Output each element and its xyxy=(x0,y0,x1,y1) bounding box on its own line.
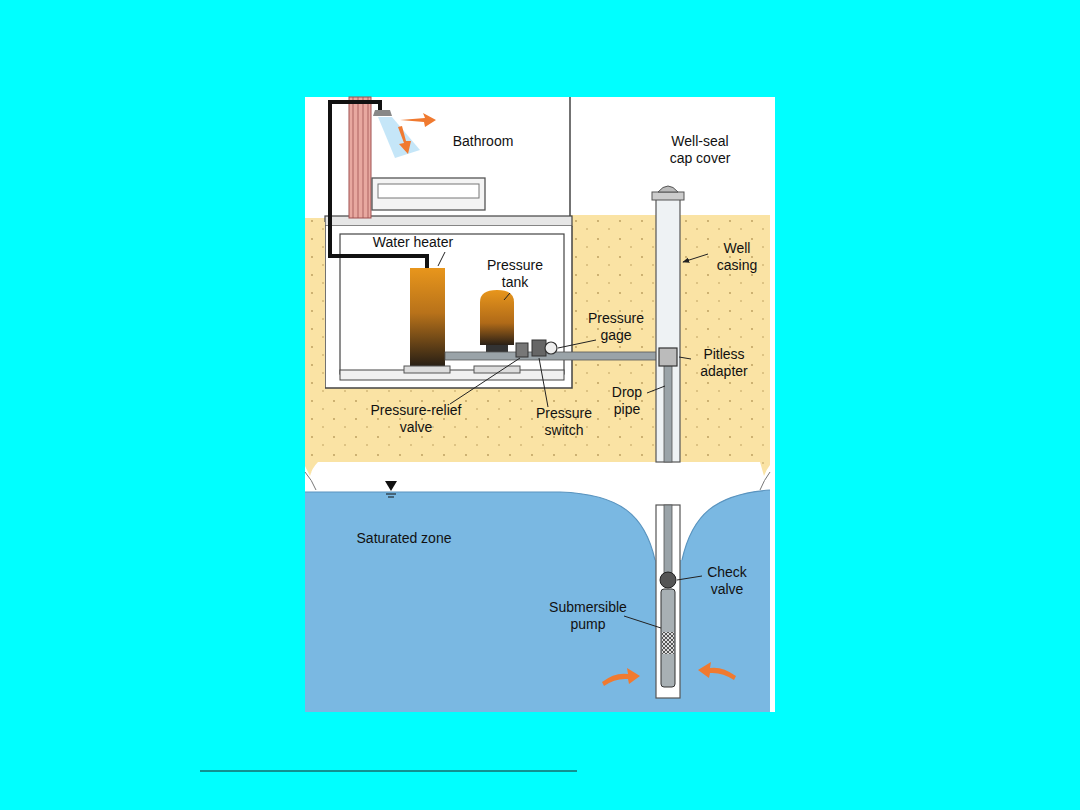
bathtub xyxy=(372,178,485,210)
part-label: Bathroom xyxy=(453,133,514,150)
leader-line xyxy=(647,386,665,393)
saturated-zone xyxy=(305,490,770,712)
inflow-arrow xyxy=(698,662,736,680)
flow-arrow xyxy=(398,126,411,154)
pitless-adapter xyxy=(659,348,677,366)
leader-line xyxy=(679,357,691,359)
part-label: Pressure tank xyxy=(484,257,546,291)
shower-head xyxy=(373,110,392,116)
part-label: Water heater xyxy=(373,234,453,251)
leader-line xyxy=(438,252,445,266)
submersible-pump xyxy=(661,589,675,687)
pressure-switch xyxy=(532,340,546,356)
soil xyxy=(305,222,340,402)
flow-arrow xyxy=(400,113,436,127)
part-label: Saturated zone xyxy=(357,530,452,547)
part-label: Pitless adapter xyxy=(692,346,756,380)
shower-curtain xyxy=(349,97,371,218)
cap-cover xyxy=(658,186,678,192)
well-casing xyxy=(656,199,680,462)
drop-pipe xyxy=(664,505,672,573)
leader-line xyxy=(624,616,661,628)
water-table-symbol xyxy=(386,494,396,497)
heater-base xyxy=(404,366,450,373)
well-seal-cap xyxy=(652,192,684,200)
tank-stand xyxy=(486,345,508,352)
break-mark xyxy=(305,472,316,490)
leader-line xyxy=(450,358,520,404)
pressure-tank xyxy=(480,290,514,345)
part-label: Well casing xyxy=(712,240,762,274)
pressure-relief-valve xyxy=(516,343,528,357)
break-mark xyxy=(760,472,770,490)
shower-spray xyxy=(378,117,420,158)
part-label: Pressure-relief valve xyxy=(356,402,476,436)
leader-line xyxy=(677,576,702,580)
leader-line xyxy=(539,358,548,407)
pump-intake xyxy=(662,632,674,654)
part-label: Pressure switch xyxy=(529,405,599,439)
part-label: Pressure gage xyxy=(585,310,647,344)
tank-base xyxy=(474,366,520,373)
water-table-symbol xyxy=(385,481,397,491)
part-label: Check valve xyxy=(702,564,752,598)
water-heater xyxy=(410,268,445,368)
picture-panel xyxy=(305,97,775,712)
part-label: Drop pipe xyxy=(605,384,649,418)
leader-line xyxy=(558,340,596,348)
water-table xyxy=(305,490,770,560)
house-wall xyxy=(569,97,571,218)
foundation-wall xyxy=(325,226,572,388)
leader-line xyxy=(683,254,708,262)
leader-line xyxy=(504,293,510,300)
part-label: Well-seal cap cover xyxy=(659,133,741,167)
bathtub-basin xyxy=(378,184,479,198)
bathroom-room xyxy=(305,97,570,218)
check-valve xyxy=(660,572,676,588)
curtain-folds xyxy=(353,97,368,218)
drop-pipe xyxy=(664,360,672,462)
footnote-rule xyxy=(200,771,577,772)
basement-floor xyxy=(340,370,564,380)
pressure-gage xyxy=(545,342,557,354)
part-label: Submersible pump xyxy=(543,599,633,633)
inflow-arrow xyxy=(602,668,640,686)
well-casing xyxy=(656,505,680,698)
